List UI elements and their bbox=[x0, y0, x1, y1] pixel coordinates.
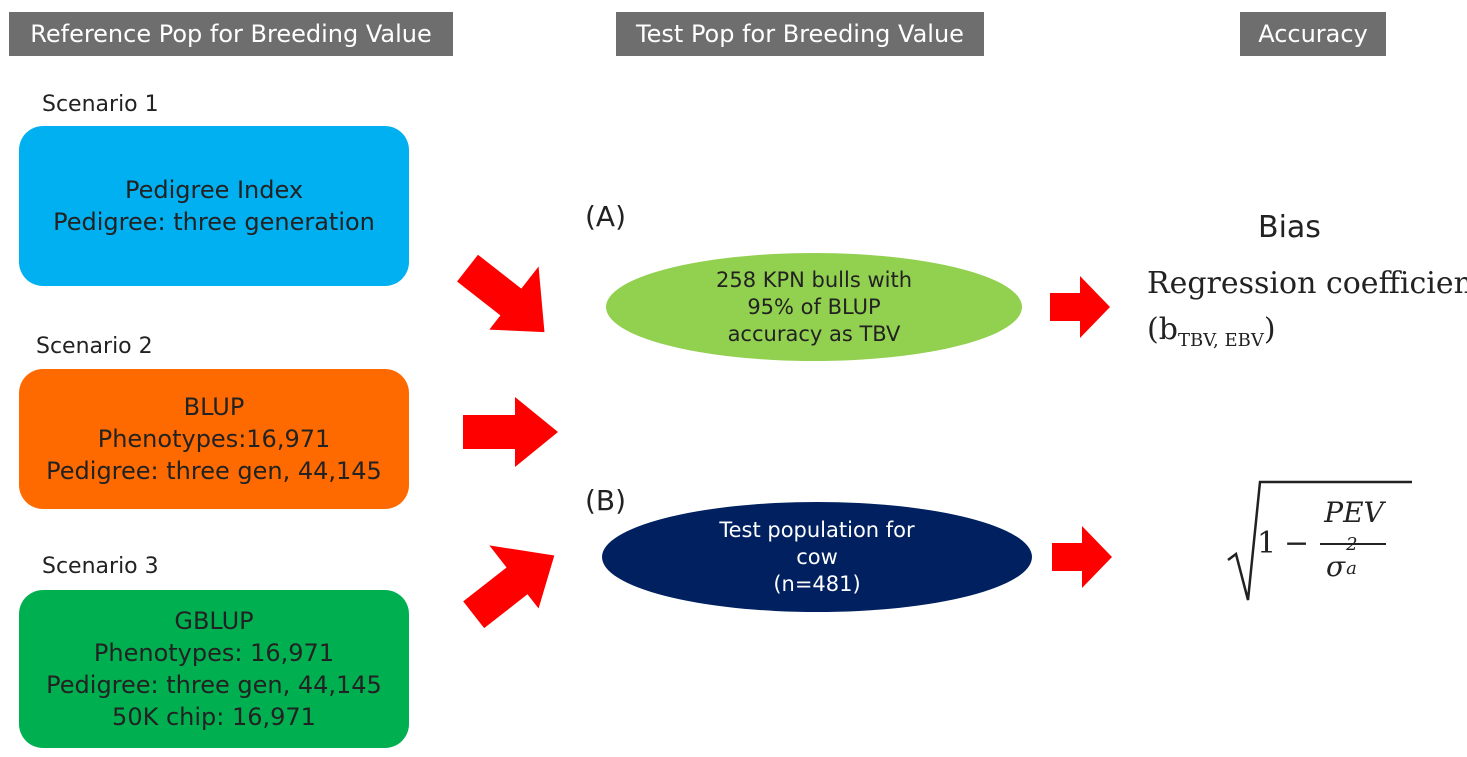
scenario-1-line: Pedigree: three generation bbox=[53, 208, 375, 236]
scenario-1-line: Pedigree Index bbox=[124, 176, 304, 204]
arrow-down-right-icon bbox=[457, 254, 545, 333]
formula-numerator: PEV bbox=[1324, 496, 1384, 529]
test-pop-a-line: 95% of BLUP bbox=[747, 294, 881, 319]
accuracy-formula bbox=[1227, 480, 1412, 601]
scenario-3-label: Scenario 3 bbox=[42, 554, 159, 579]
regression-symbol: (bTBV, EBV) bbox=[1147, 312, 1276, 351]
scenario-2-box: BLUP Phenotypes:16,971 Pedigree: three g… bbox=[19, 369, 409, 509]
test-pop-b-line: (n=481) bbox=[773, 571, 861, 596]
test-pop-a-line: accuracy as TBV bbox=[727, 321, 901, 346]
scenario-3-line: Pedigree: three gen, 44,145 bbox=[46, 671, 382, 699]
test-pop-b-ellipse: Test population for cow (n=481) bbox=[602, 502, 1032, 612]
formula-sup: 2 bbox=[1346, 534, 1358, 555]
scenario-3-line: 50K chip: 16,971 bbox=[112, 703, 316, 731]
test-pop-a-ellipse: 258 KPN bulls with 95% of BLUP accuracy … bbox=[606, 253, 1022, 361]
scenario-2-line: BLUP bbox=[183, 393, 245, 421]
scenario-3-line: Phenotypes: 16,971 bbox=[93, 639, 335, 667]
test-pop-b-tag: (B) bbox=[585, 484, 627, 517]
test-pop-b-line: cow bbox=[796, 544, 838, 569]
scenario-3-line: GBLUP bbox=[174, 607, 254, 635]
formula-minus: − bbox=[1284, 526, 1310, 561]
test-pop-b-line: Test population for bbox=[719, 517, 915, 542]
scenario-2-line: Pedigree: three gen, 44,145 bbox=[46, 457, 382, 485]
test-pop-header: Test Pop for Breeding Value bbox=[616, 12, 984, 56]
arrow-right-icon bbox=[1052, 526, 1112, 588]
reference-pop-header: Reference Pop for Breeding Value bbox=[9, 12, 453, 56]
accuracy-header: Accuracy bbox=[1240, 12, 1386, 56]
formula-sigma: σ bbox=[1326, 550, 1346, 583]
formula-fraction-bar bbox=[1320, 543, 1386, 545]
arrow-right-icon bbox=[1050, 276, 1110, 338]
formula-sub: a bbox=[1346, 558, 1357, 579]
test-pop-a-line: 258 KPN bulls with bbox=[715, 267, 913, 292]
bias-label: Bias bbox=[1258, 210, 1321, 245]
scenario-2-label: Scenario 2 bbox=[36, 334, 153, 359]
scenario-1-label: Scenario 1 bbox=[42, 92, 159, 117]
arrow-right-icon bbox=[463, 397, 558, 467]
regression-b: b bbox=[1158, 312, 1178, 347]
test-pop-a-tag: (A) bbox=[585, 200, 627, 233]
regression-coefficient-label: Regression coefficient bbox=[1147, 266, 1467, 301]
regression-subscript: TBV, EBV bbox=[1177, 330, 1264, 351]
formula-one: 1 bbox=[1257, 526, 1277, 561]
scenario-1-box: Pedigree Index Pedigree: three generatio… bbox=[19, 126, 409, 286]
scenario-3-box: GBLUP Phenotypes: 16,971 Pedigree: three… bbox=[19, 590, 409, 748]
scenario-2-line: Phenotypes:16,971 bbox=[97, 425, 331, 453]
arrow-up-right-icon bbox=[463, 545, 555, 629]
